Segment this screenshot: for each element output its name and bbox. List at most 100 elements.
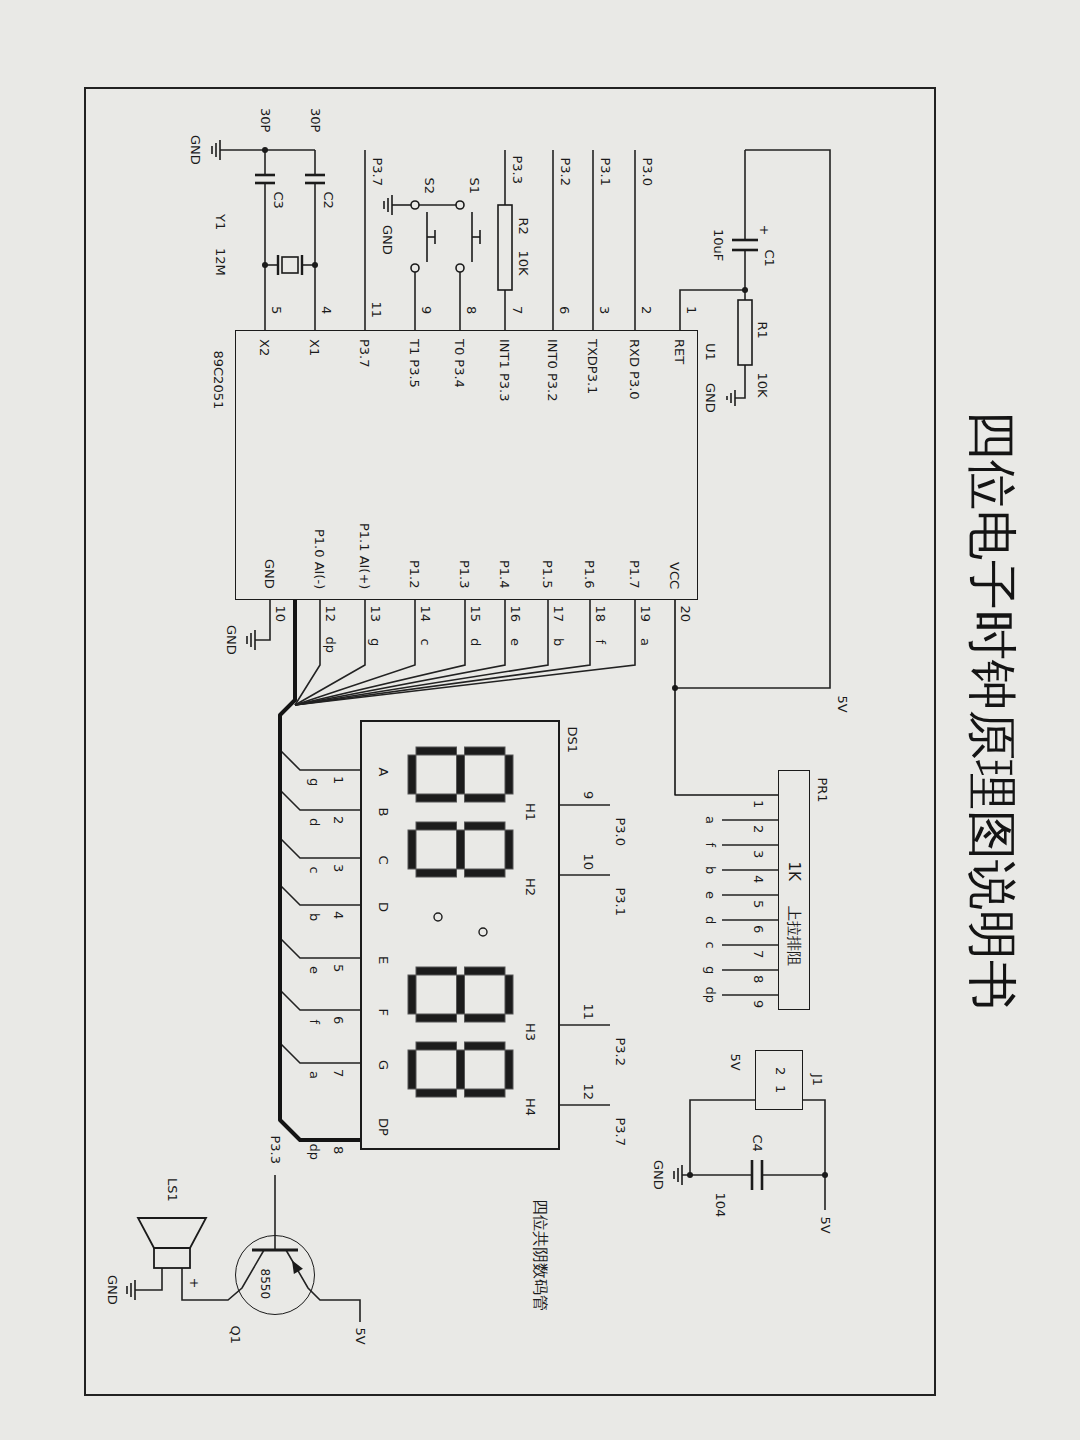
component-label: P3.2 — [558, 158, 573, 187]
component-label: P3.3 — [268, 1136, 283, 1165]
pin-number: 2 — [331, 816, 346, 824]
switch-symbol — [479, 230, 481, 244]
pin-number: 9 — [581, 791, 596, 799]
wire — [264, 150, 266, 175]
digit-segment — [416, 1042, 457, 1050]
switch-symbol — [411, 201, 419, 209]
component-label: 89C2051 — [211, 351, 226, 410]
wire — [504, 150, 506, 205]
ground-symbol — [734, 390, 736, 406]
wire — [264, 183, 266, 330]
ground-symbol — [134, 1280, 136, 1300]
pin-number: 5 — [331, 964, 346, 972]
component-label: C3 — [271, 192, 286, 209]
component-label: 5V — [818, 1217, 833, 1234]
junction-dot — [822, 1172, 828, 1178]
digit-segment — [505, 975, 513, 1014]
component-label: GND — [224, 625, 239, 655]
component-label: e — [307, 966, 322, 974]
component-label: GND — [703, 383, 718, 413]
wire — [414, 272, 416, 330]
wire — [280, 750, 360, 770]
switch-symbol — [456, 201, 464, 209]
pin-number: 3 — [331, 864, 346, 872]
wire — [722, 919, 778, 921]
pin-number: 8 — [464, 306, 479, 314]
wire — [280, 838, 360, 858]
colon-dot — [479, 928, 487, 936]
wire — [364, 150, 366, 330]
pin-number: 9 — [751, 1000, 766, 1008]
component-label: b — [307, 913, 322, 921]
component-label: 10uF — [711, 229, 726, 261]
digit-segment — [416, 967, 457, 975]
component-label: GND — [188, 135, 203, 165]
capacitor-symbol — [255, 175, 762, 1190]
digit-segment — [505, 830, 513, 869]
component-label: P3.7 — [370, 158, 385, 187]
pin-number: 7 — [331, 1069, 346, 1077]
component-label: R1 — [755, 322, 770, 339]
node-text: H2 — [523, 878, 538, 896]
wire — [295, 600, 465, 705]
switch-symbol — [411, 201, 480, 272]
pin-number: 10 — [581, 854, 596, 871]
node-text: GND — [262, 559, 277, 589]
ground-symbol — [246, 636, 248, 644]
component-label: P3.0 — [613, 818, 628, 847]
component-label: + — [757, 225, 772, 236]
ground-symbol — [383, 201, 385, 209]
transistor-internals — [293, 1262, 302, 1273]
digit-segment — [416, 794, 457, 802]
digit-segment — [457, 830, 465, 869]
digit-segment — [416, 822, 457, 830]
node-text: D — [376, 902, 391, 912]
wire — [280, 1043, 360, 1063]
wire — [280, 990, 360, 1010]
component-label: 5V — [835, 696, 850, 713]
wire — [680, 250, 745, 330]
digit-graphics — [362, 722, 558, 1148]
component-label: 12M — [213, 248, 228, 276]
digit-segment — [465, 822, 506, 830]
node-text: P3.7 — [357, 339, 372, 368]
crystal-symbol — [282, 257, 298, 273]
wire — [735, 365, 745, 398]
component-label: e — [703, 891, 718, 899]
pin-number: 2 — [639, 306, 654, 314]
pin-number: 14 — [418, 606, 433, 623]
wire — [392, 204, 411, 206]
speaker-symbol — [138, 1218, 206, 1268]
node-text: 8550 — [257, 1269, 271, 1300]
pin-number: 20 — [678, 606, 693, 623]
junction-dot — [262, 147, 828, 1178]
pin-number: 15 — [468, 606, 483, 623]
component-label: J1 — [810, 1074, 825, 1086]
component-label: Y1 — [213, 214, 228, 230]
node-text: X2 — [257, 339, 272, 356]
component-label: d — [703, 916, 718, 924]
component-label: LS1 — [165, 1178, 180, 1202]
node-text: T1 P3.5 — [407, 339, 422, 388]
component-label: c — [418, 639, 433, 646]
pin-number: 17 — [551, 606, 566, 623]
component-label: g — [703, 966, 718, 974]
node-text: DP — [376, 1118, 391, 1136]
wire — [274, 1175, 276, 1250]
component-label: 5V — [353, 1328, 368, 1345]
component-label: S2 — [422, 178, 437, 195]
pin-number: 1 — [684, 306, 699, 314]
switch-symbol — [472, 236, 480, 238]
node-text: INT0 P3.2 — [545, 339, 560, 401]
wire — [295, 600, 365, 705]
digit-segment — [465, 967, 506, 975]
diagram-title: 四位电子时钟原理图说明书 — [965, 410, 1020, 1010]
wire — [722, 969, 778, 971]
node-text: X1 — [307, 339, 322, 356]
capacitor-symbol — [255, 174, 275, 177]
node-text: G — [376, 1060, 391, 1070]
wire — [314, 183, 316, 330]
wire — [314, 150, 316, 175]
digit-segment — [465, 794, 506, 802]
component-label: S1 — [467, 178, 482, 195]
